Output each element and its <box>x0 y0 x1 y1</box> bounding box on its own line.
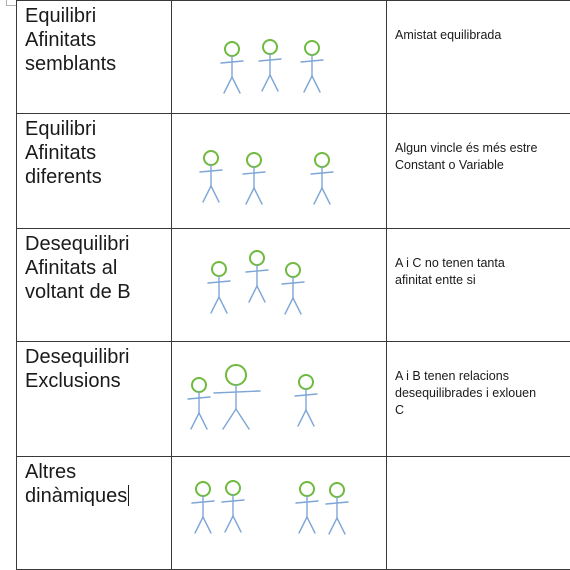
stick-figures-drawing <box>172 457 386 569</box>
figures-cell <box>172 342 387 457</box>
stick-figure-icon <box>246 251 268 302</box>
note-cell[interactable]: A i B tenen relacions desequilibrades i … <box>387 342 570 457</box>
title-line: semblants <box>25 52 163 76</box>
row-note: Algun vincle és més estre Constant o Var… <box>387 114 570 174</box>
stick-figure-icon <box>282 263 304 314</box>
stick-figure-icon <box>296 482 318 533</box>
row-title: Desequilibri Exclusions <box>17 342 171 393</box>
stick-figure-icon <box>208 262 230 313</box>
note-cell[interactable]: Amistat equilibrada <box>387 1 570 114</box>
table-row: Desequilibri Exclusions <box>17 342 570 457</box>
table-row: Equilibri Afinitats semblants <box>17 1 570 114</box>
stick-figure-icon <box>222 481 244 532</box>
title-line: Afinitats al <box>25 256 163 280</box>
stick-figures-drawing <box>172 114 386 228</box>
table-row: Altres dinàmiques <box>17 457 570 570</box>
row-title-cell[interactable]: Equilibri Afinitats semblants <box>17 1 172 114</box>
dynamics-table: Equilibri Afinitats semblants <box>16 0 570 570</box>
note-cell[interactable]: Algun vincle és més estre Constant o Var… <box>387 114 570 229</box>
note-cell[interactable] <box>387 457 570 570</box>
text-cursor <box>128 485 129 506</box>
row-title-cell[interactable]: Altres dinàmiques <box>17 457 172 570</box>
row-title-cell[interactable]: Equilibri Afinitats diferents <box>17 114 172 229</box>
row-note: Amistat equilibrada <box>387 1 570 44</box>
note-line: Constant o Variable <box>395 157 570 174</box>
title-line: diferents <box>25 165 163 189</box>
row-title: Desequilibri Afinitats al voltant de B <box>17 229 171 304</box>
title-line: Afinitats <box>25 141 163 165</box>
title-line: Equilibri <box>25 117 163 141</box>
note-line: A i C no tenen tanta <box>395 255 570 272</box>
stick-figure-icon <box>326 483 348 534</box>
title-line: Desequilibri <box>25 232 163 256</box>
note-line: Amistat equilibrada <box>395 27 570 44</box>
title-line: voltant de B <box>25 280 163 304</box>
row-title: Equilibri Afinitats semblants <box>17 1 171 76</box>
title-line: dinàmiques <box>25 485 127 507</box>
row-title-cell[interactable]: Desequilibri Afinitats al voltant de B <box>17 229 172 342</box>
note-line: C <box>395 402 570 419</box>
title-line: Afinitats <box>25 28 163 52</box>
row-title: Equilibri Afinitats diferents <box>17 114 171 189</box>
row-title: Altres dinàmiques <box>17 457 171 508</box>
stick-figures-drawing <box>172 1 386 113</box>
stick-figure-icon <box>192 482 214 533</box>
title-line: Altres <box>25 460 163 484</box>
title-line: Equilibri <box>25 4 163 28</box>
note-line: Algun vincle és més estre <box>395 140 570 157</box>
stick-figure-icon <box>200 151 222 202</box>
stick-figures-drawing <box>172 342 386 456</box>
title-line-with-caret: dinàmiques <box>25 484 163 508</box>
stick-figure-icon <box>243 153 265 204</box>
row-note: A i C no tenen tanta afinitat entte si <box>387 229 570 289</box>
stick-figure-icon <box>188 378 210 429</box>
note-line: desequilibrades i exlouen <box>395 385 570 402</box>
stick-figure-icon <box>214 365 260 429</box>
stick-figure-icon <box>311 153 333 204</box>
table-row: Desequilibri Afinitats al voltant de B <box>17 229 570 342</box>
figures-cell <box>172 114 387 229</box>
row-title-cell[interactable]: Desequilibri Exclusions <box>17 342 172 457</box>
note-line: afinitat entte si <box>395 272 570 289</box>
stick-figure-icon <box>221 42 243 93</box>
table-row: Equilibri Afinitats diferents <box>17 114 570 229</box>
note-cell[interactable]: A i C no tenen tanta afinitat entte si <box>387 229 570 342</box>
stick-figure-icon <box>295 375 317 426</box>
stick-figures-drawing <box>172 229 386 341</box>
title-line: Exclusions <box>25 369 163 393</box>
stick-figure-icon <box>259 40 281 91</box>
figures-cell <box>172 229 387 342</box>
figures-cell <box>172 1 387 114</box>
stick-figure-icon <box>301 41 323 92</box>
figures-cell <box>172 457 387 570</box>
title-line: Desequilibri <box>25 345 163 369</box>
row-note: A i B tenen relacions desequilibrades i … <box>387 342 570 419</box>
note-line: A i B tenen relacions <box>395 368 570 385</box>
